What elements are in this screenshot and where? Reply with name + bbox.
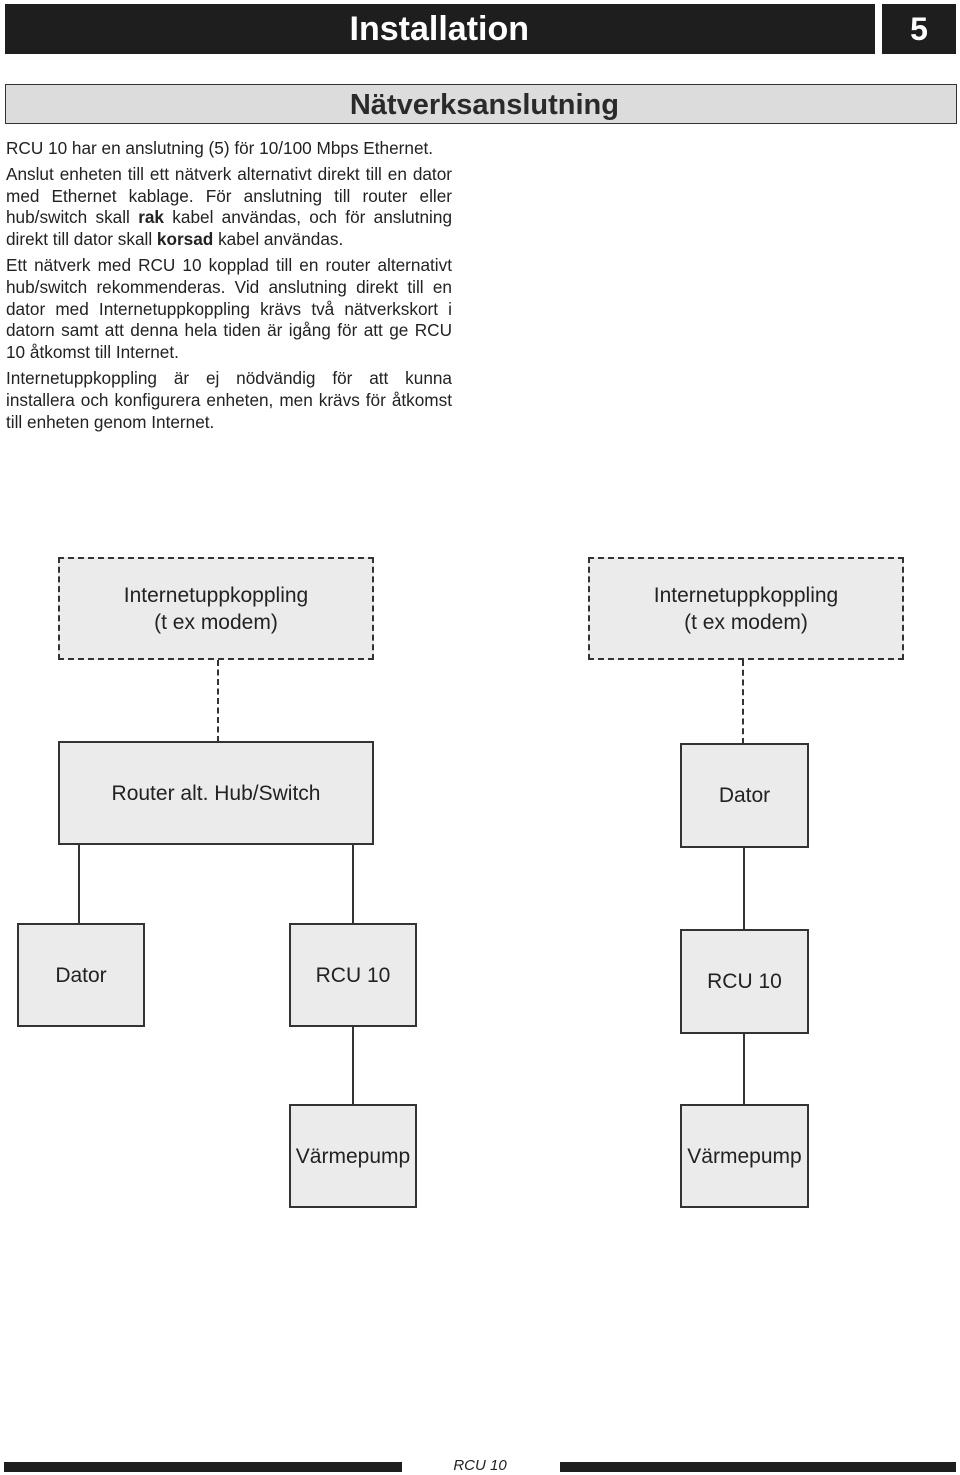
right-internet-label: Internetuppkoppling (t ex modem) bbox=[654, 582, 838, 636]
paragraph-2-part-d: kabel användas. bbox=[213, 229, 344, 250]
left-router-box: Router alt. Hub/Switch bbox=[58, 741, 374, 845]
left-dator-box: Dator bbox=[17, 923, 145, 1027]
right-internet-box: Internetuppkoppling (t ex modem) bbox=[588, 557, 904, 660]
right-rcu-box: RCU 10 bbox=[680, 929, 809, 1034]
section-title: Nätverksanslutning bbox=[5, 84, 957, 124]
right-dator-box: Dator bbox=[680, 743, 809, 848]
footer-bar-right bbox=[560, 1462, 956, 1472]
left-internet-line-2: (t ex modem) bbox=[154, 610, 278, 634]
right-dator-label: Dator bbox=[718, 784, 771, 807]
left-internet-label: Internetuppkoppling (t ex modem) bbox=[124, 582, 308, 636]
left-internet-line-1: Internetuppkoppling bbox=[123, 583, 309, 607]
footer-bar-left bbox=[4, 1462, 402, 1472]
right-dator-to-rcu-line bbox=[743, 848, 745, 930]
paragraph-1: RCU 10 har en anslutning (5) för 10/100 … bbox=[6, 138, 434, 158]
left-router-label: Router alt. Hub/Switch bbox=[111, 781, 321, 805]
left-rcu-label: RCU 10 bbox=[315, 963, 391, 987]
left-dator-label: Dator bbox=[55, 963, 107, 987]
page-number: 5 bbox=[882, 4, 956, 54]
page-title: Installation bbox=[349, 10, 529, 48]
paragraph-4: Internetuppkoppling är ej nödvändig för … bbox=[6, 367, 452, 432]
paragraph-2: Anslut enheten till ett nätverk alternat… bbox=[6, 164, 452, 251]
left-router-to-dator-line bbox=[78, 845, 80, 924]
right-dashed-connector bbox=[742, 660, 744, 744]
left-dashed-connector bbox=[217, 660, 219, 742]
left-rcu-to-heatpump-line bbox=[352, 1027, 354, 1105]
left-heatpump-box: Värmepump bbox=[289, 1104, 417, 1208]
right-rcu-to-heatpump-line bbox=[743, 1034, 745, 1105]
footer-label: RCU 10 bbox=[453, 1457, 507, 1474]
left-rcu-box: RCU 10 bbox=[289, 923, 417, 1027]
paragraph-2-part-c: kabel användas, och för anslutning direk… bbox=[6, 207, 452, 250]
header-bar bbox=[5, 4, 875, 54]
body-text: RCU 10 har en anslutning (5) för 10/100 … bbox=[6, 138, 452, 437]
right-internet-line-1: Internetuppkoppling bbox=[653, 583, 839, 607]
bold-rak: rak bbox=[138, 207, 164, 228]
right-heatpump-label: Värmepump bbox=[687, 1144, 802, 1168]
right-internet-line-2: (t ex modem) bbox=[684, 610, 808, 634]
left-router-to-rcu-line bbox=[352, 845, 354, 924]
bold-korsad: korsad bbox=[156, 229, 214, 250]
paragraph-3: Ett nätverk med RCU 10 kopplad till en r… bbox=[6, 254, 452, 363]
paragraph-2-part-a: Anslut enheten till ett nätverk alternat… bbox=[6, 163, 452, 228]
right-rcu-label: RCU 10 bbox=[707, 970, 782, 993]
left-heatpump-label: Värmepump bbox=[295, 1144, 411, 1168]
left-internet-box: Internetuppkoppling (t ex modem) bbox=[58, 557, 374, 660]
right-heatpump-box: Värmepump bbox=[680, 1104, 809, 1208]
